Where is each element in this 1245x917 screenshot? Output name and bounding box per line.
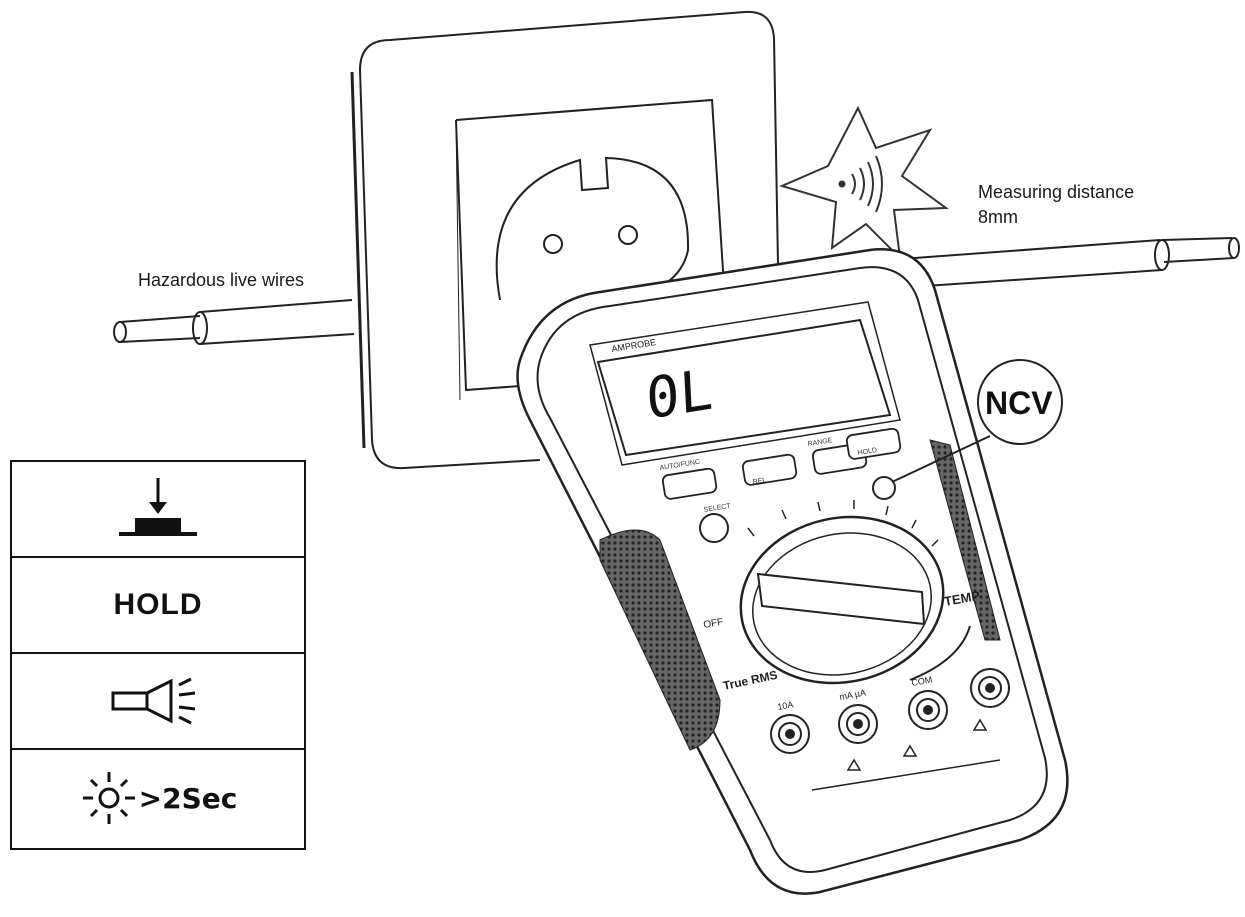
jack-com-label: COM	[911, 674, 933, 687]
legend-row-hold: HOLD	[12, 558, 304, 654]
jack-v-ohm[interactable]	[970, 668, 1010, 708]
ncv-label: NCV	[985, 385, 1053, 421]
auto-func-button[interactable]	[661, 467, 718, 500]
dial-ticks	[747, 500, 939, 547]
hold-label: HOLD	[857, 447, 877, 457]
legend-table: HOLD >2Sec	[10, 460, 306, 850]
press-button-icon	[119, 478, 197, 536]
legend-row-press	[12, 462, 304, 558]
rel-button[interactable]	[741, 453, 798, 486]
jack-ma-label: mA µA	[839, 687, 867, 701]
jack-10a[interactable]	[770, 714, 810, 754]
range-label: RANGE	[807, 437, 833, 448]
wire-left	[113, 299, 355, 345]
flashlight-icon	[111, 677, 196, 725]
socket	[495, 156, 690, 301]
ncv-sensor-button[interactable]	[872, 476, 896, 500]
temp-label: TEMP	[943, 588, 981, 609]
hazardous-wires-label: Hazardous live wires	[138, 270, 305, 290]
wall-plate	[350, 10, 779, 470]
button-row	[661, 427, 902, 500]
rotary-dial[interactable]	[725, 499, 959, 702]
legend-row-flashlight	[12, 654, 304, 750]
sun-icon	[82, 772, 135, 824]
warning-icons	[846, 718, 988, 771]
ncv-signal-star	[779, 105, 949, 261]
hold-text: HOLD	[113, 588, 203, 621]
measuring-distance-value: 8mm	[978, 207, 1018, 227]
hold-button[interactable]	[845, 427, 902, 460]
measuring-distance-label: Measuring distance	[978, 182, 1135, 202]
jack-10a-label: 10A	[777, 699, 795, 712]
dial-off-label: OFF	[703, 617, 725, 631]
legend-row-backlight: >2Sec	[12, 750, 304, 846]
jack-ma-ua[interactable]	[838, 704, 878, 744]
duration-text: >2Sec	[138, 781, 238, 815]
rel-label: REL	[752, 477, 767, 486]
input-jacks	[770, 668, 1010, 754]
ncv-callout: NCV	[891, 359, 1063, 483]
jack-com[interactable]	[908, 690, 948, 730]
backlight-button[interactable]	[699, 513, 729, 543]
multimeter: AMPROBE 0L AUTO/FUNC REL RANGE HOLD SELE…	[516, 248, 1069, 895]
signal-icon	[838, 155, 883, 213]
select-label: SELECT	[703, 503, 732, 514]
lcd-reading: 0L	[645, 357, 715, 433]
